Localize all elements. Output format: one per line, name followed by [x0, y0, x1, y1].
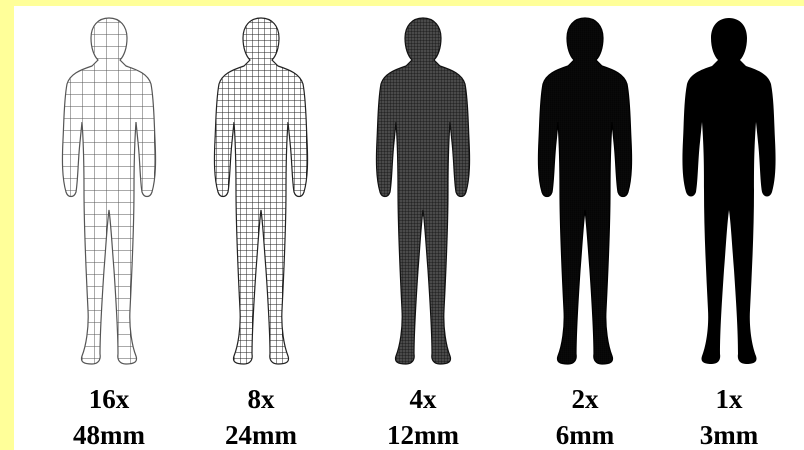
resolution-label: 3mm	[654, 422, 804, 449]
voxel-body-8x	[186, 10, 336, 380]
figure-1x: 1x 3mm	[654, 6, 804, 450]
resolution-label: 6mm	[510, 422, 660, 449]
body-silhouette	[538, 18, 631, 364]
voxel-body-2x	[510, 10, 660, 380]
body-silhouette	[376, 18, 469, 364]
scale-label: 16x	[34, 386, 184, 413]
body-silhouette	[682, 18, 775, 364]
scale-label: 2x	[510, 386, 660, 413]
resolution-label: 12mm	[348, 422, 498, 449]
figure-panel: 16x 48mm 8x 24mm 4x 12mm 2x 6mm 1x 3mm	[14, 6, 804, 450]
voxel-body-1x	[654, 10, 804, 380]
scale-label: 8x	[186, 386, 336, 413]
body-silhouette	[62, 18, 155, 364]
figure-4x: 4x 12mm	[348, 6, 498, 450]
figure-16x: 16x 48mm	[34, 6, 184, 450]
body-silhouette	[214, 18, 307, 364]
scale-label: 1x	[654, 386, 804, 413]
resolution-label: 48mm	[34, 422, 184, 449]
resolution-label: 24mm	[186, 422, 336, 449]
scale-label: 4x	[348, 386, 498, 413]
voxel-body-4x	[348, 10, 498, 380]
voxel-body-16x	[34, 10, 184, 380]
figure-8x: 8x 24mm	[186, 6, 336, 450]
figure-2x: 2x 6mm	[510, 6, 660, 450]
